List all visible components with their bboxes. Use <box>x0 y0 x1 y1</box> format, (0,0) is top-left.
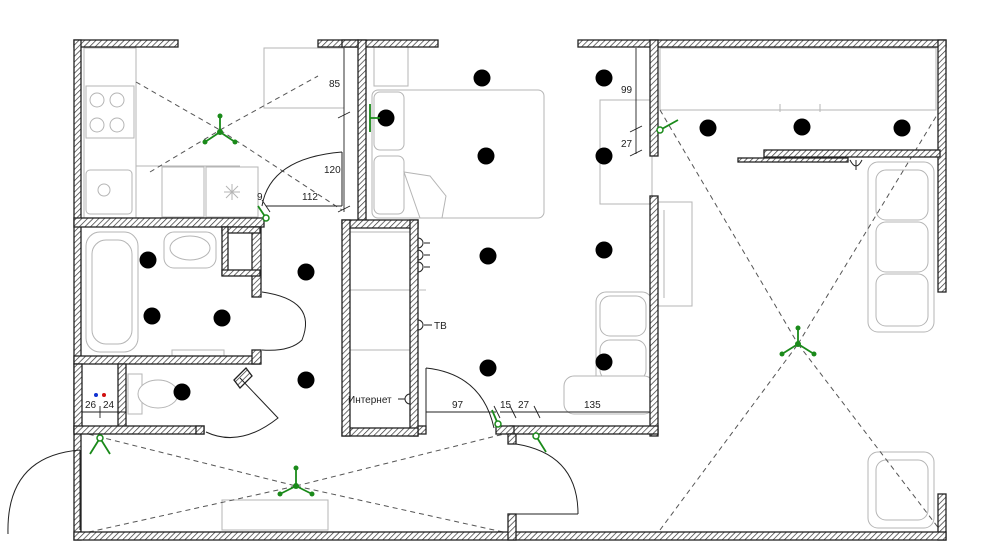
bathroom-shelf <box>171 349 225 357</box>
hot-water-riser-icon <box>102 393 106 397</box>
internet-socket-icon <box>404 393 411 405</box>
pillow-2 <box>373 155 405 215</box>
outlets <box>398 237 432 405</box>
hallway-bench <box>221 499 329 531</box>
socket-icon <box>417 261 424 273</box>
doors <box>7 151 863 535</box>
ceiling-light-icon <box>595 147 613 165</box>
dimension-24: 24 <box>103 400 115 411</box>
switch-icon <box>257 205 270 222</box>
chandelier-icon <box>779 325 817 357</box>
wardrobe <box>349 231 413 429</box>
chandeliers <box>202 113 817 497</box>
living-door-swing <box>515 443 579 515</box>
dimension-97: 97 <box>452 400 464 411</box>
ceiling-light-icon <box>793 118 811 136</box>
dimension-27-hall: 27 <box>518 400 530 411</box>
blanket-fold <box>403 171 447 219</box>
switch-icon <box>532 432 547 453</box>
tv-socket-icon <box>417 319 424 331</box>
ceiling-light-icon <box>213 309 231 327</box>
entrance-door-swing <box>7 449 81 535</box>
ceiling-light-icon <box>595 353 613 371</box>
chandelier-icon <box>277 465 315 497</box>
ceiling-light-icon <box>479 359 497 377</box>
dimension-27-bedroom: 27 <box>621 139 633 150</box>
kitchen-sink <box>85 169 133 215</box>
ceiling-light-icon <box>297 263 315 281</box>
bedroom-dresser <box>657 201 693 307</box>
furniture <box>83 45 937 531</box>
ceiling-light-icon <box>143 307 161 325</box>
dimension-85: 85 <box>329 79 341 90</box>
ceiling-light-icon <box>173 383 191 401</box>
dimension-135: 135 <box>584 400 601 411</box>
switch-icon <box>89 434 111 455</box>
ceiling-light-icon <box>297 371 315 389</box>
switches <box>89 119 679 455</box>
dimension-lines <box>82 48 650 419</box>
ceiling-light-icon <box>699 119 717 137</box>
dimension-15: 15 <box>500 400 512 411</box>
switch-icon <box>656 119 679 134</box>
socket-icon <box>417 237 424 249</box>
chandelier-icon <box>202 113 238 145</box>
stove <box>85 85 135 139</box>
bathroom-door-swing <box>261 291 307 351</box>
dimension-120: 120 <box>324 165 341 176</box>
walls <box>73 39 947 541</box>
washbasin <box>163 231 217 269</box>
ceiling-light-icon <box>595 69 613 87</box>
sofa-base <box>563 375 655 415</box>
ceiling-light-icon <box>893 119 911 137</box>
switch-icon <box>491 409 502 428</box>
kitchen-door-swing <box>261 151 343 207</box>
ceiling-light-icon <box>477 147 495 165</box>
balcony-storage <box>659 47 937 111</box>
ceiling-light-icon <box>139 251 157 269</box>
ceiling-light-icon <box>377 109 395 127</box>
dimension-99: 99 <box>621 85 633 96</box>
dimension-9: 9 <box>257 192 263 203</box>
dimension-26: 26 <box>85 400 97 411</box>
bedroom-shelf <box>373 45 409 87</box>
ceiling-light-icon <box>473 69 491 87</box>
dimension-112: 112 <box>302 192 318 203</box>
tv-outlet-label: ТВ <box>434 321 447 332</box>
socket-icon <box>417 249 424 261</box>
bedroom-door-swing <box>425 367 495 429</box>
toilet-bowl <box>137 379 179 409</box>
ceiling-light-icon <box>595 241 613 259</box>
internet-outlet-label: Интернет <box>348 395 392 406</box>
toilet-door-swing <box>205 377 279 438</box>
kitchen-cabinet <box>161 166 205 218</box>
cold-water-riser-icon <box>94 393 98 397</box>
lighting-guides <box>79 75 941 535</box>
wall-light-bracket <box>369 104 380 132</box>
ceiling-light-icon <box>479 247 497 265</box>
